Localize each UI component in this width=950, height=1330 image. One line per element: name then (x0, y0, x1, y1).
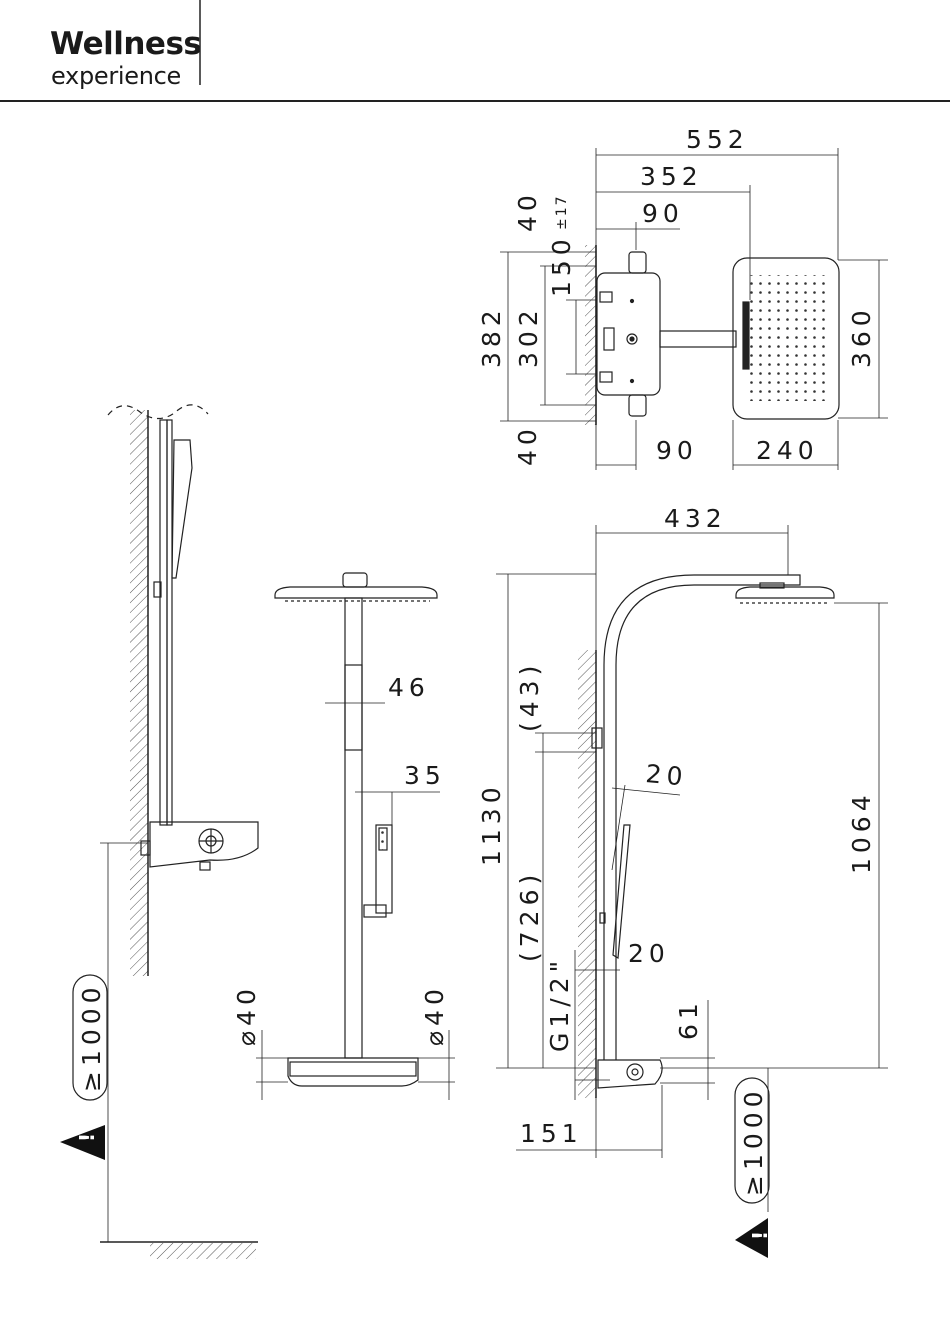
dim-g12: G1/2" (545, 956, 574, 1052)
dim-90-bottom: 90 (656, 436, 698, 465)
top-view-wall-hatch (585, 245, 596, 425)
dim-d40-right: ⌀40 (420, 984, 449, 1046)
dim-40-top: 40 (513, 190, 542, 232)
dim-240: 240 (756, 436, 819, 465)
dim-20: 20 (628, 939, 670, 968)
dim-726: (726) (515, 870, 544, 962)
front-shower-head (275, 587, 437, 598)
svg-text:!: ! (748, 1231, 772, 1240)
dim-150: 150 (547, 234, 576, 297)
dim-90-top: 90 (642, 199, 684, 228)
top-view-thermostat-body (597, 273, 660, 395)
dim-61: 61 (674, 998, 703, 1040)
left-warning-icon: ! (60, 1125, 105, 1160)
dim-151: 151 (520, 1119, 583, 1148)
dim-43: (43) (515, 661, 544, 732)
dim-552: 552 (686, 125, 749, 154)
dim-1130: 1130 (477, 782, 506, 866)
dim-tolerance: ±17 (554, 194, 570, 230)
dim-46: 46 (388, 673, 430, 702)
right-warning-icon: ! (735, 1218, 772, 1258)
dim-352: 352 (640, 162, 703, 191)
left-dim-min-1000: ≥1000 (77, 982, 106, 1092)
right-wall-hatch (578, 650, 596, 1098)
floor-hatch (150, 1243, 256, 1259)
dim-1064: 1064 (847, 790, 876, 874)
dim-35: 35 (404, 761, 446, 790)
dim-360: 360 (847, 305, 876, 368)
right-side-view (496, 525, 888, 1212)
dim-20-angle: 20 (644, 759, 688, 792)
dim-302: 302 (514, 305, 543, 368)
left-wall-hatch (130, 410, 148, 976)
top-view-shower-arm (660, 331, 736, 347)
dim-40-bottom: 40 (513, 424, 542, 466)
svg-text:!: ! (75, 1133, 99, 1142)
dim-d40-left: ⌀40 (232, 984, 261, 1046)
dim-432: 432 (664, 504, 727, 533)
right-shower-riser (604, 575, 800, 1060)
dim-382: 382 (477, 305, 506, 368)
right-dim-min-1000: ≥1000 (739, 1086, 768, 1196)
